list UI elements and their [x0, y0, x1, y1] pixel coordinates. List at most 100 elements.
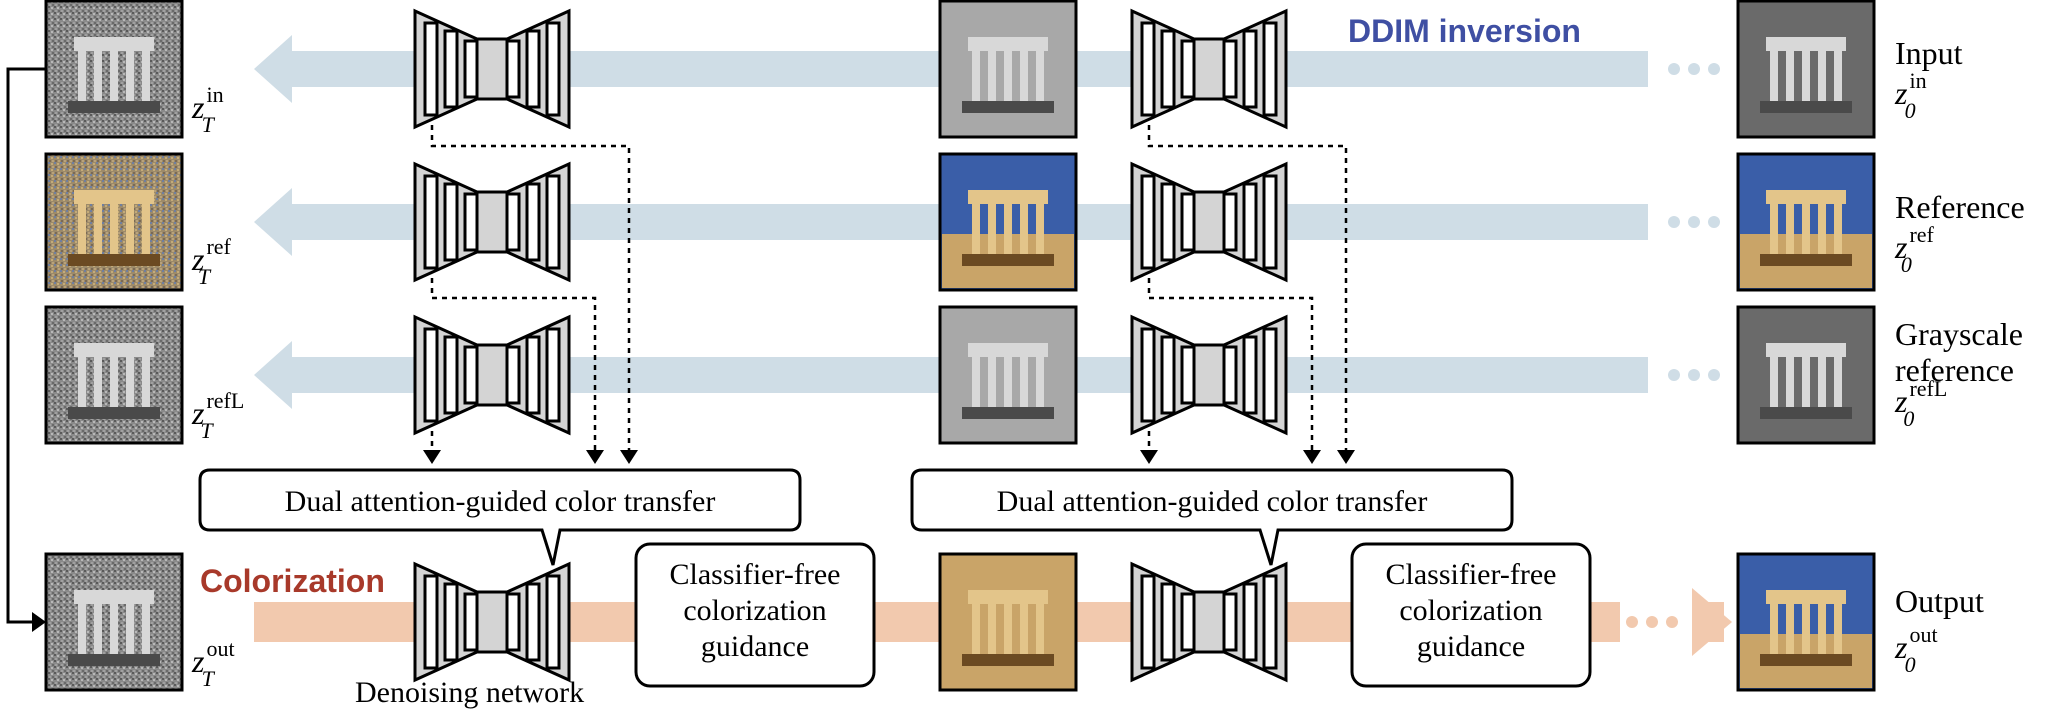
temple-base: [68, 654, 160, 666]
latent-superscript: out: [206, 636, 234, 661]
temple-column: [972, 604, 980, 654]
temple-column: [1036, 204, 1044, 254]
intermediate-output: [938, 552, 1078, 692]
connector-arrowhead: [586, 450, 604, 464]
temple-column: [78, 204, 86, 254]
temple-column: [1004, 357, 1012, 407]
temple-column: [988, 357, 996, 407]
denoising-unet-1-2: [413, 161, 571, 283]
temple-column: [126, 604, 134, 654]
temple-column: [1004, 604, 1012, 654]
intermediate-input: [938, 0, 1078, 139]
unet-layer: [423, 174, 439, 270]
connector-arrowhead: [1140, 450, 1158, 464]
connector-arrowhead: [620, 450, 638, 464]
attention-connector: [1147, 115, 1348, 450]
connector-arrowhead: [1337, 450, 1355, 464]
temple-base: [68, 407, 160, 419]
temple-column: [1036, 604, 1044, 654]
latent-subscript: T: [198, 264, 212, 289]
unet-layer: [1160, 582, 1176, 662]
unet-layer: [1262, 21, 1278, 117]
temple-column: [1834, 357, 1842, 407]
temple-roof: [1766, 590, 1846, 604]
temple-roof: [968, 343, 1048, 357]
unet-layer: [525, 582, 541, 662]
feedback-arrow: [6, 67, 46, 632]
temple-column: [972, 204, 980, 254]
temple-base: [1760, 407, 1852, 419]
temple-column: [94, 357, 102, 407]
temple-column: [1770, 604, 1778, 654]
temple-column: [1020, 204, 1028, 254]
latent-subscript: T: [202, 112, 216, 137]
guidance-line-1: Classifier-free: [670, 558, 841, 591]
unet-layer: [1140, 327, 1156, 423]
unet-layer: [505, 192, 521, 252]
temple-column: [1802, 357, 1810, 407]
output-image: [1736, 552, 1876, 692]
latent-subscript: 0: [1905, 652, 1916, 677]
guidance-box-right: Classifier-free colorization guidance: [1350, 542, 1592, 688]
denoising-unet-1-4: [413, 561, 571, 683]
unet-layer: [423, 574, 439, 670]
dual-attention-label: Dual attention-guided color transfer: [285, 485, 716, 518]
temple-roof: [968, 190, 1048, 204]
guidance-box-left: Classifier-free colorization guidance: [634, 542, 876, 688]
unet-layer: [545, 174, 561, 270]
temple-column: [1770, 357, 1778, 407]
temple-base: [962, 254, 1054, 266]
unet-layer: [1222, 192, 1238, 252]
temple-roof: [74, 590, 154, 604]
temple-column: [1036, 51, 1044, 101]
temple-column: [1818, 604, 1826, 654]
unet-layer: [1242, 582, 1258, 662]
ellipsis-icon: [1626, 616, 1678, 628]
row-name-grayscale-reference: reference: [1895, 352, 2014, 388]
temple-roof: [74, 343, 154, 357]
dual-attention-box-right: Dual attention-guided color transfer: [910, 468, 1514, 566]
temple-column: [1834, 604, 1842, 654]
unet-layer: [1160, 335, 1176, 415]
guidance-line-2: colorization: [1399, 594, 1542, 627]
temple-column: [988, 51, 996, 101]
temple-base: [962, 101, 1054, 113]
unet-layer: [1140, 21, 1156, 117]
unet-layer: [443, 182, 459, 262]
temple-roof: [1766, 343, 1846, 357]
unet-layer: [1262, 327, 1278, 423]
temple-column: [1802, 204, 1810, 254]
grayscale-reference-image: [1736, 305, 1876, 445]
unet-icons: [413, 8, 1288, 683]
row-name-reference: Reference: [1895, 189, 2025, 225]
denoising-unet-1-3: [413, 314, 571, 436]
temple-base: [1760, 101, 1852, 113]
unet-layer: [1222, 592, 1238, 652]
unet-layer: [1180, 39, 1196, 99]
temple-roof: [1766, 37, 1846, 51]
temple-base: [68, 254, 160, 266]
unet-layer: [505, 345, 521, 405]
temple-column: [1020, 51, 1028, 101]
denoising-network-label: Denoising network: [355, 676, 584, 709]
temple-column: [1818, 204, 1826, 254]
unet-layer: [545, 21, 561, 117]
latent-superscript: refL: [206, 388, 244, 413]
temple-column: [1004, 51, 1012, 101]
temple-roof: [74, 37, 154, 51]
temple-column: [110, 357, 118, 407]
temple-column: [1834, 51, 1842, 101]
temple-column: [142, 204, 150, 254]
temple-column: [1786, 357, 1794, 407]
unet-layer: [463, 592, 479, 652]
latent-superscript: in: [1909, 68, 1926, 93]
temple-column: [1786, 51, 1794, 101]
denoising-unet-2-2: [1130, 161, 1288, 283]
colorization-arrowhead: [1692, 588, 1732, 656]
temple-column: [1004, 204, 1012, 254]
